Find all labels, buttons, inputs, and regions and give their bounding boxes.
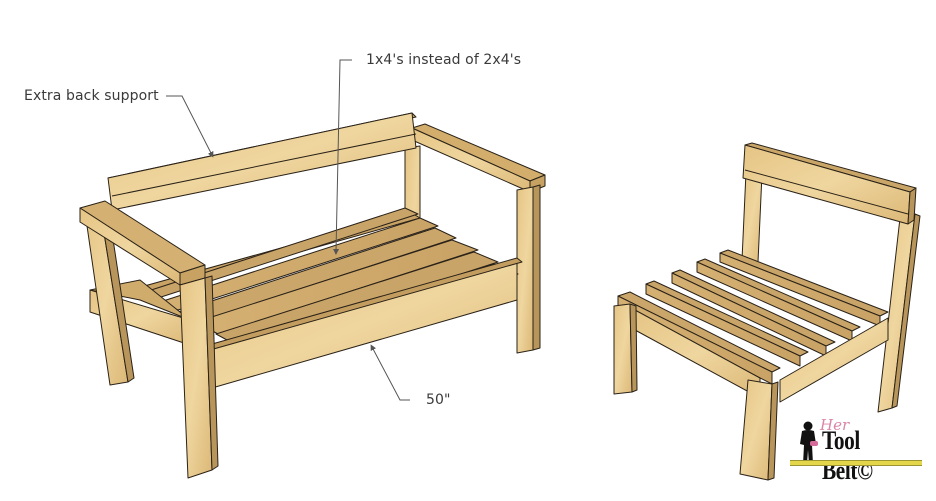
watermark-script: Her (820, 416, 850, 434)
callout-line-length (370, 344, 410, 401)
sofa-right-armrest-top (411, 123, 546, 182)
callout-length-label: 50" (426, 392, 451, 408)
watermark-logo: Her Tool Belt© (790, 416, 930, 485)
sofa-front-right-leg (516, 186, 534, 354)
chair-front-left-leg (613, 303, 633, 395)
callout-slats-label: 1x4's instead of 2x4's (366, 52, 522, 68)
callout-lines (166, 59, 410, 401)
chair-rear-left-post (741, 171, 763, 263)
chair (613, 142, 921, 481)
chair-front-right-leg (739, 379, 773, 481)
callout-line-slats (333, 59, 352, 255)
sofa-right-armrest-side (411, 127, 531, 193)
sofa-back-support-face (107, 112, 417, 211)
sofa (79, 112, 546, 479)
tape-measure-line (790, 460, 922, 466)
callout-back-support-label: Extra back support (24, 88, 159, 104)
chair-seat-slats (617, 249, 889, 385)
chair-front-rail (779, 317, 889, 403)
chair-back-face (742, 144, 911, 225)
callout-line-back-support (166, 95, 214, 158)
watermark-text: Tool Belt© (822, 426, 873, 485)
woman-silhouette-icon (800, 421, 818, 464)
